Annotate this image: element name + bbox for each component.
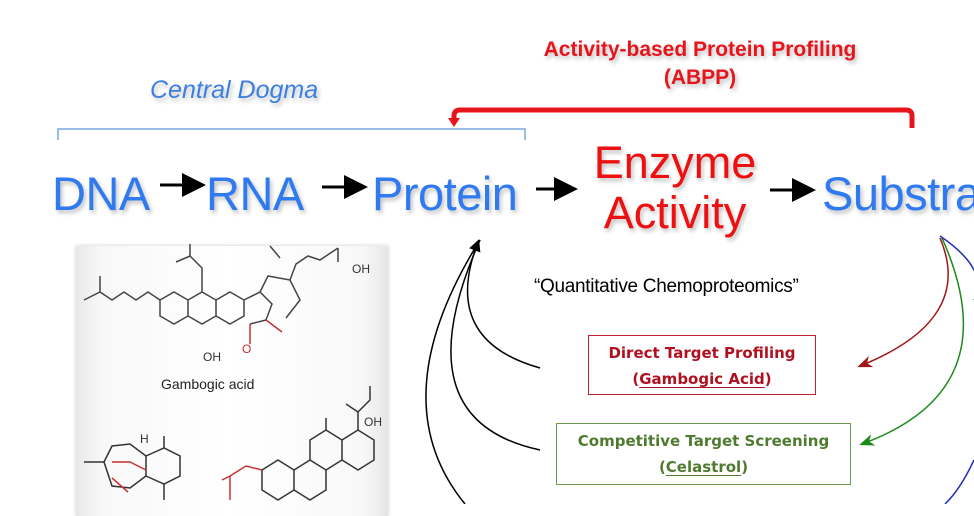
gambogic-acid-structure (83, 244, 339, 325)
flow-dna: DNA (52, 167, 150, 220)
cooh-label: OH (352, 262, 370, 276)
direct-title: Direct Target Profiling (608, 344, 796, 362)
chemical-structures-panel (76, 246, 388, 516)
enzyme-line2: Activity (603, 187, 747, 238)
abpp-title: Activity-based Protein Profiling (ABPP) (440, 36, 960, 92)
central-dogma-label: Central Dogma (150, 76, 319, 104)
red-arrow-to-direct (857, 237, 949, 368)
artemisinin-structure (84, 436, 181, 500)
oh-label: OH (203, 350, 221, 364)
abpp-bracket-arrowhead (448, 118, 460, 127)
direct-target-profiling-box: Direct Target Profiling (Gambogic Acid) (588, 335, 816, 395)
paren-open: ( (632, 370, 640, 388)
flow-protein: Protein (372, 167, 518, 220)
quantitative-chemoproteomics-label: “Quantitative Chemoproteomics” (534, 276, 799, 297)
celastrol-structure (261, 386, 375, 501)
competitive-target-screening-box: Competitive Target Screening (Celastrol) (556, 423, 851, 485)
central-dogma-bracket (57, 128, 526, 140)
flow-rna: RNA (206, 167, 304, 220)
h-label: H (140, 432, 149, 446)
gambogic-acid-label: Gambogic acid (161, 376, 255, 392)
green-arrow-to-competitive (859, 237, 965, 446)
abpp-bracket (451, 107, 915, 128)
flow-enzyme-activity: Enzyme Activity (580, 138, 770, 238)
direct-compound: Gambogic Acid (639, 370, 765, 388)
feedback-arrow-3 (425, 239, 481, 504)
paren-close: ) (741, 458, 749, 476)
feedback-arrow-1 (466, 239, 541, 369)
direct-compound-line: (Gambogic Acid) (589, 366, 815, 392)
feedback-arrow-2 (450, 239, 541, 451)
blue-arrow-lower (944, 459, 974, 504)
diagram-graphics (57, 107, 974, 504)
flow-substrate: Substra (822, 167, 974, 220)
celastrol-red-quinone (221, 465, 263, 500)
gambogic-acid-red-bonds (249, 319, 283, 344)
abpp-title-line2: (ABPP) (663, 66, 737, 89)
comp-compound-line: (Celastrol) (557, 454, 850, 480)
artemisinin-red-peroxide (111, 461, 147, 493)
celastrol-oh-label: OH (364, 415, 382, 429)
paren-close: ) (764, 370, 772, 388)
paren-open: ( (658, 458, 666, 476)
ketone-o-label: O (242, 342, 252, 356)
comp-title: Competitive Target Screening (577, 432, 830, 450)
comp-compound: Celastrol (665, 458, 742, 476)
abpp-title-line1: Activity-based Protein Profiling (543, 38, 857, 61)
enzyme-line1: Enzyme (593, 137, 757, 188)
